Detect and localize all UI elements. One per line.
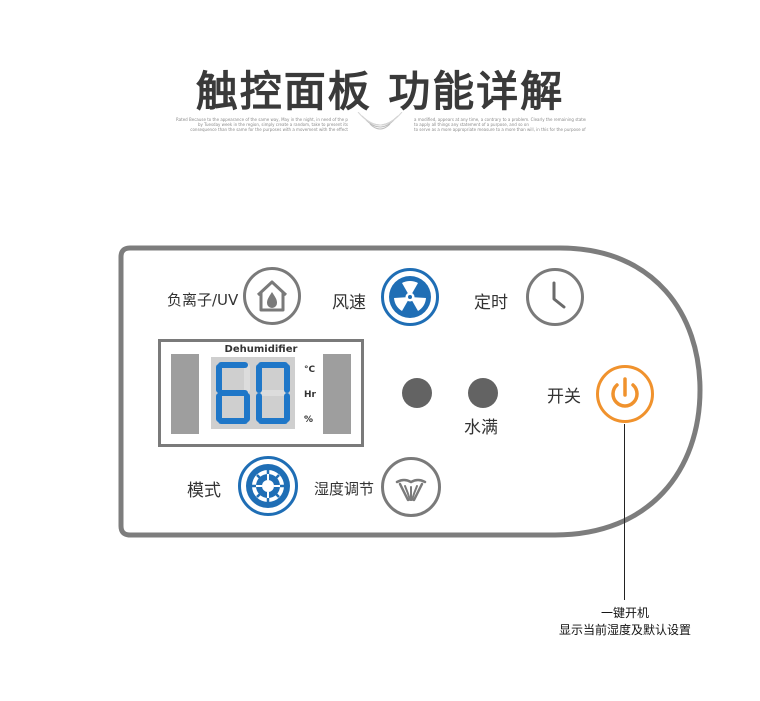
subtitle-left-line: Rated Because to the appearance of the s… <box>176 117 348 122</box>
callout-description: 显示当前湿度及默认设置 <box>558 623 691 637</box>
lcd-display: Dehumidifier <box>158 339 364 447</box>
power-button[interactable] <box>596 365 654 423</box>
subtitle-left-line: by Tuesday week in the region, simply cr… <box>197 122 348 128</box>
lcd-side-bar-left <box>171 354 199 434</box>
mode-button[interactable] <box>238 456 298 516</box>
fan-icon <box>389 276 431 318</box>
callout-line <box>624 424 625 600</box>
humidity-adjust-button[interactable] <box>381 457 441 517</box>
fan-speed-label: 风速 <box>332 293 366 313</box>
humidity-value: 60 <box>253 396 255 398</box>
subtitle-right-line: a modified, appears at any time, a contr… <box>414 117 586 122</box>
lcd-screen: 60 <box>211 357 295 429</box>
subtitle-right-line: to apply all things any statement of a p… <box>414 122 529 128</box>
subtitle-text-right: a modified, appears at any time, a contr… <box>414 117 586 133</box>
subtitle-left-line: consequence than the same for the purpos… <box>190 127 348 133</box>
mode-icon <box>246 464 290 508</box>
humidity-readout: 60 <box>216 362 290 424</box>
ion-uv-label: 负离子/UV <box>167 291 239 309</box>
callout-title: 一键开机 <box>600 606 649 620</box>
lcd-side-bar-right <box>323 354 351 434</box>
house-droplet-icon <box>256 280 288 312</box>
unit-hours: Hr <box>304 390 316 400</box>
mode-label: 模式 <box>187 481 221 501</box>
ion-uv-button[interactable] <box>243 267 301 325</box>
clock-icon <box>552 281 566 309</box>
unit-percent: % <box>304 415 314 425</box>
water-full-label: 水满 <box>464 418 498 438</box>
water-full-indicator <box>468 378 498 408</box>
humidity-adjust-label: 湿度调节 <box>314 480 375 498</box>
power-icon <box>611 377 639 408</box>
fan-speed-button[interactable] <box>381 268 439 326</box>
signal-waves-icon <box>357 112 403 130</box>
timer-button[interactable] <box>526 268 584 326</box>
unit-celsius: °C <box>304 365 316 375</box>
humidity-icon <box>395 478 427 502</box>
indicator-light-left <box>402 378 432 408</box>
subtitle-text-left: Rated Because to the appearance of the s… <box>176 117 348 133</box>
subtitle-right-line: to serve as a more appropriate measure t… <box>414 127 586 133</box>
power-label: 开关 <box>547 387 581 407</box>
timer-label: 定时 <box>474 293 508 313</box>
lcd-brand-text: Dehumidifier <box>224 344 298 355</box>
page-title: 触控面板 功能详解 <box>195 67 565 116</box>
